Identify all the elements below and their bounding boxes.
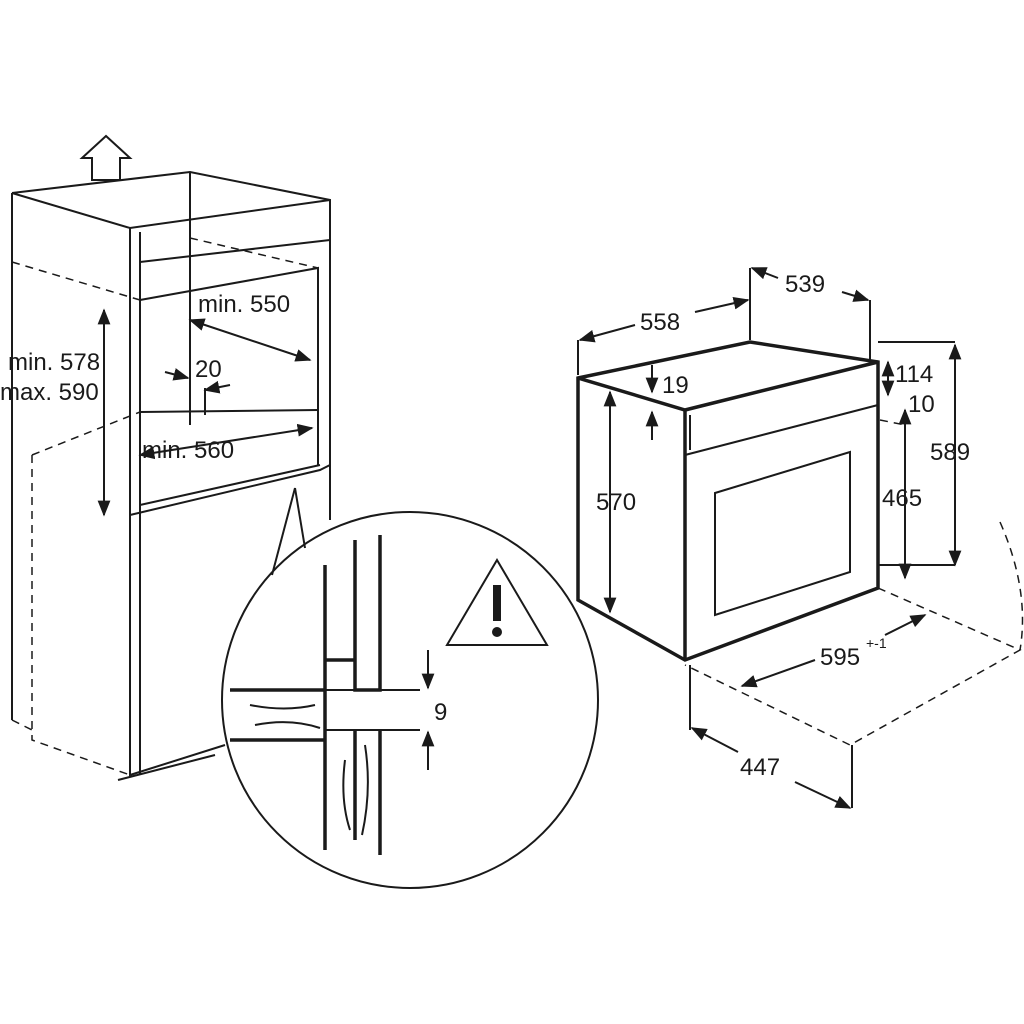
depth-body-label: 539	[785, 271, 825, 298]
height-min-label: min. 578	[8, 349, 100, 376]
width-label: 595	[820, 644, 860, 671]
min-width-bottom-label: min. 560	[142, 437, 234, 464]
panel-height-label: 114	[895, 361, 933, 388]
oven-drawing: 558 539 19 570 114 10 465 589 595 +-1 44…	[576, 267, 1024, 809]
top-offset-label: 19	[662, 372, 689, 399]
door-height-label: 465	[882, 485, 922, 512]
height-max-label: max. 590	[0, 379, 99, 406]
cabinet-drawing: min. 550 20 min. 578 max. 590 min. 560	[0, 170, 331, 781]
ventilation-arrow-icon	[79, 134, 133, 181]
width-tolerance-label: +-1	[866, 635, 887, 651]
detail-gap-label: 9	[434, 699, 447, 726]
depth-total-label: 558	[640, 309, 680, 336]
min-width-top-label: min. 550	[198, 291, 290, 318]
panel-gap-label: 10	[908, 391, 935, 418]
warning-icon	[445, 558, 549, 646]
total-height-label: 589	[930, 439, 970, 466]
detail-magnifier: 9	[221, 487, 599, 889]
body-height-label: 570	[596, 489, 636, 516]
door-open-depth-label: 447	[740, 754, 780, 781]
gap-label: 20	[195, 356, 222, 383]
